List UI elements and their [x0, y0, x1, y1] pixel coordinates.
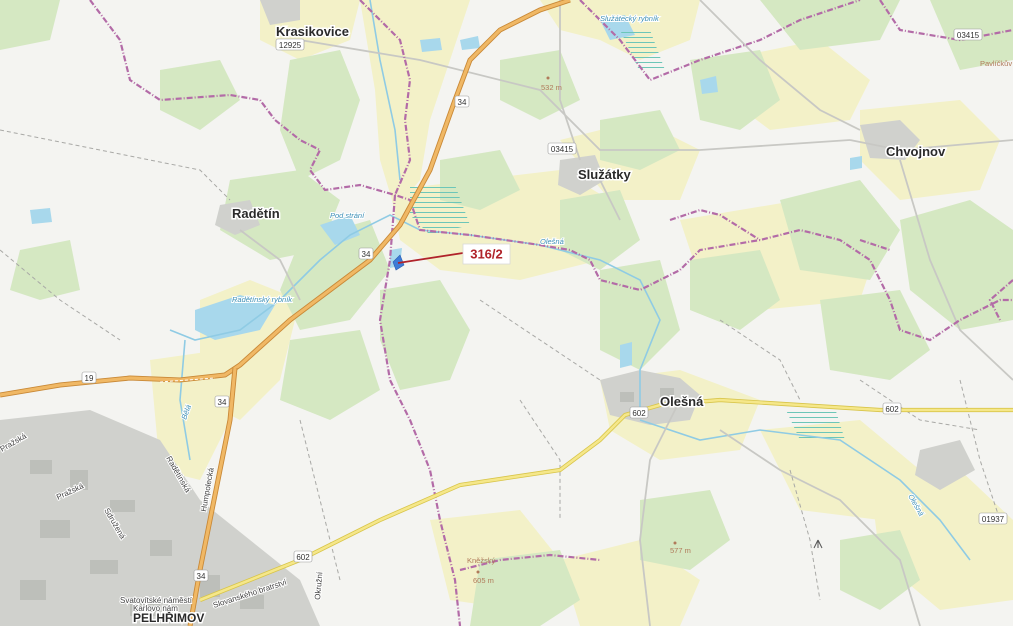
svg-text:Okružní: Okružní [313, 571, 324, 600]
svg-text:Olešná: Olešná [540, 237, 564, 246]
road-shield-34: 34 [193, 569, 209, 582]
road-shields: 34 34 34 34 19 602 602 602 03415 03415 1… [81, 28, 1008, 582]
road-shield-03415: 03415 [547, 142, 577, 155]
svg-text:Svatovítské náměstí: Svatovítské náměstí [120, 596, 193, 605]
svg-text:Pavlíčkův: Pavlíčkův [980, 59, 1012, 68]
road-shield-34: 34 [214, 395, 230, 408]
road-shield-01937: 01937 [978, 512, 1008, 525]
callout-box[interactable] [462, 243, 511, 265]
svg-text:19: 19 [85, 374, 94, 383]
road-shield-34: 34 [454, 95, 470, 108]
municipal-border [89, 0, 1013, 626]
svg-text:03415: 03415 [551, 145, 574, 154]
transmitter-icon [813, 539, 823, 549]
road-shield-34: 34 [358, 247, 374, 260]
town-label-krasikovice[interactable]: Krasikovice [275, 23, 351, 41]
tracks [0, 129, 1001, 601]
svg-text:602: 602 [632, 409, 646, 418]
peak-markers [476, 76, 677, 574]
secondary-roads [199, 397, 1013, 602]
parcel-number-label[interactable]: 316/2 [470, 247, 503, 262]
road-shield-602: 602 [293, 550, 313, 563]
svg-text:602: 602 [885, 405, 899, 414]
place-labels: Pavlíčkův Kněžský [467, 59, 1012, 565]
town-label-radetin[interactable]: Radětín [231, 205, 282, 223]
svg-text:Pod strání: Pod strání [330, 211, 365, 220]
svg-text:Radětínský rybník: Radětínský rybník [232, 295, 293, 304]
road-shield-12925: 12925 [275, 38, 305, 51]
svg-text:532 m: 532 m [541, 83, 562, 92]
road-shield-602: 602 [882, 402, 902, 415]
svg-text:12925: 12925 [279, 41, 302, 50]
road-shield-03415: 03415 [953, 28, 983, 41]
road-shield-602: 602 [629, 406, 649, 419]
svg-text:Kněžský: Kněžský [467, 556, 496, 565]
svg-text:605 m: 605 m [473, 576, 494, 585]
svg-text:34: 34 [458, 98, 467, 107]
svg-text:Karlovo nám: Karlovo nám [133, 604, 178, 613]
parcel-callout[interactable]: 316/2 [392, 243, 511, 271]
elevation-labels: 532 m 577 m 605 m [473, 83, 691, 585]
svg-text:03415: 03415 [957, 31, 980, 40]
minor-roads [239, 0, 1013, 626]
road-shield-19: 19 [81, 371, 97, 384]
callout-leader-line [397, 252, 464, 264]
svg-text:577 m: 577 m [670, 546, 691, 555]
town-label-chvojnov[interactable]: Chvojnov [885, 143, 948, 161]
town-label-olesna[interactable]: Olešná [659, 393, 706, 411]
svg-text:602: 602 [296, 553, 310, 562]
town-label-sluzatky[interactable]: Služátky [577, 166, 634, 184]
svg-text:34: 34 [218, 398, 227, 407]
town-label-pelhrimov[interactable]: PELHŘIMOV [132, 609, 206, 626]
svg-text:Služátecký rybník: Služátecký rybník [600, 14, 660, 23]
wetland-areas [410, 30, 845, 440]
svg-text:34: 34 [197, 572, 206, 581]
svg-text:01937: 01937 [982, 515, 1005, 524]
water-bodies [30, 15, 862, 368]
svg-text:34: 34 [362, 250, 371, 259]
town-labels: Krasikovice Radětín Služátky Chvojnov Ol… [132, 23, 948, 626]
city-blocks [20, 388, 674, 616]
